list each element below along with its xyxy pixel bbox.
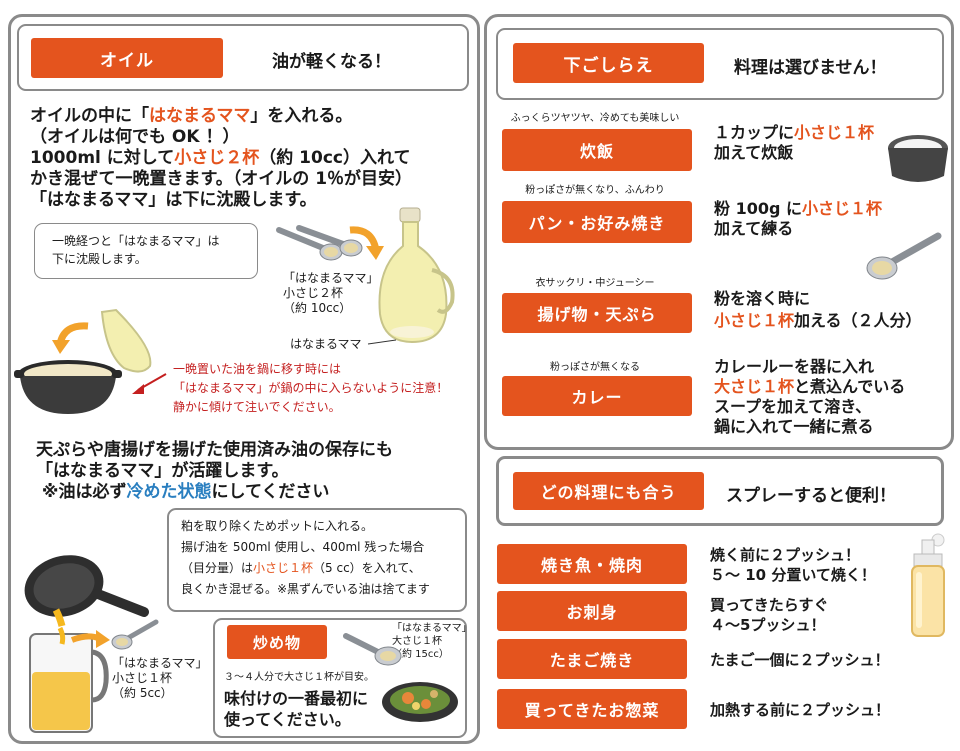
- arrow-left-icon: [52, 322, 89, 354]
- pot-storage-text: 粕を取り除くためポットに入れる。 揚げ油を 500ml 使用し、400ml 残っ…: [181, 519, 430, 596]
- oil-pill: オイル: [31, 38, 223, 78]
- prep-label-rice: 炊飯: [502, 129, 692, 171]
- prep-label-tempura: 揚げ物・天ぷら: [502, 293, 692, 333]
- prep-headline: 料理は選びません！: [734, 58, 887, 78]
- oil-pot-icon: [29, 626, 109, 733]
- sediment-note: 一晩経つと「はなまるママ」は 下に沈殿します。: [52, 234, 220, 266]
- pot-spoon-label: 「はなまるママ」 小さじ１杯 （約 5cc）: [112, 656, 208, 700]
- wok-dish-icon: [382, 682, 458, 722]
- oil-headline: 油が軽くなる！: [272, 52, 391, 72]
- prep-desc-bread: 粉 100g に小さじ１杯 加えて練る: [714, 199, 883, 238]
- sediment-note-box: [34, 223, 258, 279]
- pouring-bag-icon: [100, 308, 152, 373]
- pot-storage-box: [167, 508, 467, 612]
- prep-caption-curry: 粉っぽさが無くなる: [550, 362, 640, 373]
- powder-spoon-icon: [866, 232, 942, 280]
- spray-label-grill: 焼き魚・焼肉: [497, 544, 687, 584]
- prep-caption-rice: ふっくらツヤツヤ、冷めても美味しい: [510, 113, 680, 124]
- pan-pouring-icon: [24, 555, 149, 627]
- prep-label-bread: パン・お好み焼き: [502, 201, 692, 243]
- spray-desc-sashimi: 買ってきたらすぐ ４～5プッシュ！: [710, 596, 829, 634]
- tablespoon-icon: [343, 633, 402, 666]
- spoon-label: 「はなまるママ」 小さじ２杯 （約 10cc）: [283, 271, 379, 315]
- reuse-text: 天ぷらや唐揚げを揚げた使用済み油の保存にも 「はなまるママ」が活躍します。 ※油…: [36, 440, 393, 502]
- spray-label-egg: たまご焼き: [497, 639, 687, 679]
- prep-pill: 下ごしらえ: [513, 43, 704, 83]
- spray-headline: スプレーすると便利！: [726, 486, 896, 506]
- prep-desc-rice: １カップに小さじ１杯 加えて炊飯: [714, 123, 875, 162]
- spray-desc-grill: 焼く前に２プッシュ！ ５～ 10 分置いて焼く！: [710, 546, 876, 584]
- prep-caption-tempura: 衣サックリ・中ジューシー: [535, 278, 655, 289]
- frying-pot-icon: [14, 360, 122, 414]
- arrow-right-icon: [70, 630, 110, 648]
- arrow-down-icon: [349, 226, 384, 260]
- warning-arrow-icon: [132, 373, 167, 394]
- oil-intro: オイルの中に「はなまるママ」を入れる。 （オイルは何でも OK ！） 1000m…: [30, 106, 413, 210]
- prep-desc-tempura: 粉を溶く時に 小さじ１杯加える（２人分）: [714, 289, 922, 330]
- warning-text: 一晩置いた油を鍋に移す時には 「はなまるママ」が鍋の中に入らないように注意！ 静…: [173, 362, 449, 414]
- spray-desc-egg: たまご一個に２プッシュ！: [710, 651, 890, 669]
- stirfry-spoon-label: 「はなまるママ」 大さじ１杯 （約 15cc）: [392, 623, 472, 660]
- rice-cooker-icon: [888, 135, 948, 182]
- oil-bottle-icon: [378, 207, 455, 344]
- stirfry-small-text: ３～４人分で大さじ１杯が目安。: [224, 672, 374, 683]
- spray-desc-deli: 加熱する前に２プッシュ！: [710, 701, 891, 719]
- measuring-spoons-icon: [276, 225, 363, 261]
- prep-desc-curry: カレールーを器に入れ 大さじ１杯と煮込んでいる スープを加えて溶き、 鍋に入れて…: [714, 357, 906, 436]
- spray-label-deli: 買ってきたお惣菜: [497, 689, 687, 729]
- pointer-line: [367, 339, 397, 345]
- spray-label-sashimi: お刺身: [497, 591, 687, 631]
- stirfry-body: 味付けの一番最初に 使ってください。: [224, 689, 369, 729]
- stirfry-pill: 炒め物: [227, 625, 327, 659]
- small-spoon-icon: [111, 619, 159, 650]
- spray-bottle-icon: [911, 533, 945, 637]
- spray-pill: どの料理にも合う: [513, 472, 704, 510]
- bottle-label: はなまるママ: [290, 337, 362, 351]
- prep-caption-bread: 粉っぽさが無くなり、ふんわり: [525, 185, 665, 196]
- prep-label-curry: カレー: [502, 376, 692, 416]
